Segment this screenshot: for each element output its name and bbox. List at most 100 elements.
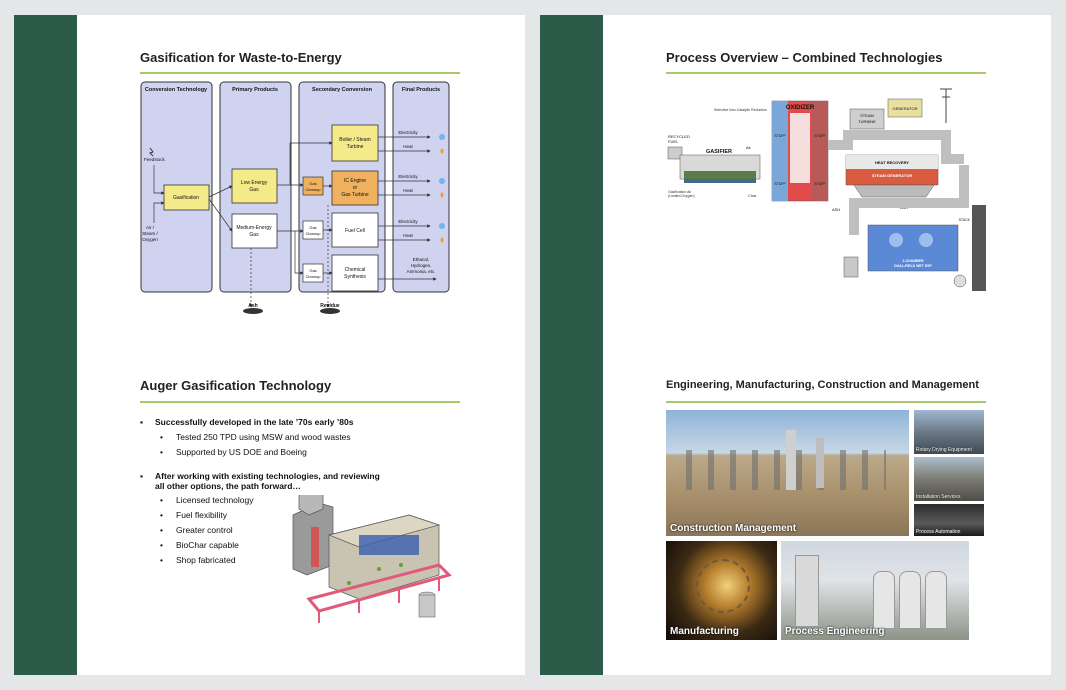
svg-text:FUEL: FUEL	[668, 139, 679, 144]
photo-label: Manufacturing	[670, 626, 739, 637]
column-header: Final Products	[402, 87, 440, 93]
svg-text:Heat: Heat	[403, 188, 413, 193]
svg-text:Chemical: Chemical	[345, 267, 366, 273]
svg-text:Gas: Gas	[309, 225, 316, 230]
svg-text:(Limited Oxygen): (Limited Oxygen)	[668, 194, 695, 198]
sub-bullet: Licensed technology	[176, 495, 254, 505]
svg-text:OXIDIZER: OXIDIZER	[786, 105, 815, 111]
svg-text:GENERATOR: GENERATOR	[893, 106, 918, 111]
svg-text:Electricity: Electricity	[398, 130, 418, 135]
svg-text:Boiler / Steam: Boiler / Steam	[339, 137, 370, 143]
svg-text:STUFF: STUFF	[774, 134, 785, 138]
process-title: Process Overview – Combined Technologies	[666, 50, 943, 65]
svg-text:HEAT RECOVERY: HEAT RECOVERY	[875, 160, 909, 165]
column-header: Conversion Technology	[145, 87, 208, 93]
svg-text:Ammonia, etc.: Ammonia, etc.	[407, 269, 436, 274]
svg-text:Gas: Gas	[309, 181, 316, 186]
sub-bullet: BioChar capable	[176, 540, 239, 550]
installation-services-photo: Installation Services	[914, 457, 984, 501]
bulb-icon	[439, 223, 445, 229]
auger-gasifier-illustration	[292, 495, 452, 623]
input-label: Oxygen	[142, 237, 158, 242]
page-side-band	[540, 15, 603, 675]
svg-text:Medium-Energy: Medium-Energy	[236, 225, 272, 231]
title-rule	[666, 72, 986, 74]
bullet-text: After working with existing technologies…	[155, 471, 380, 481]
process-automation-photo: Process Automation	[914, 504, 984, 536]
gasification-box: Gasification	[173, 195, 199, 201]
column-header: Primary Products	[232, 87, 278, 93]
svg-text:IC Engine: IC Engine	[344, 178, 366, 184]
sub-bullet: Fuel flexibility	[176, 510, 228, 520]
flame-icon	[440, 148, 444, 154]
photo-label: Installation Services	[916, 494, 961, 500]
residue-label: Residue	[320, 303, 340, 309]
gasification-title: Gasification for Waste-to-Energy	[140, 50, 342, 65]
svg-text:Selective Non-Catalytic Reduct: Selective Non-Catalytic Reduction	[714, 108, 767, 112]
title-rule	[140, 401, 460, 403]
flame-icon	[440, 237, 444, 243]
svg-text:STEAM: STEAM	[860, 113, 874, 118]
bullet-text: Successfully developed in the late ’70s …	[155, 417, 354, 427]
document-page-2: Process Overview – Combined Technologies…	[540, 15, 1051, 675]
svg-text:Gasification Air: Gasification Air	[668, 190, 692, 194]
column-header: Secondary Conversion	[312, 87, 373, 93]
gasification-flow-diagram: Conversion Technology Primary Products S…	[140, 81, 450, 314]
photo-label: Rotary Drying Equipment	[916, 447, 972, 453]
photo-label: Process Engineering	[785, 626, 885, 637]
svg-text:or: or	[353, 185, 358, 191]
title-rule	[666, 401, 986, 403]
bullet-text: all other options, the path forward…	[155, 481, 301, 491]
svg-text:DUAL-FIELD WET ESP: DUAL-FIELD WET ESP	[894, 264, 932, 268]
svg-text:Char: Char	[748, 193, 757, 198]
svg-text:Hydrogen,: Hydrogen,	[411, 263, 432, 268]
title-rule	[140, 72, 460, 74]
svg-text:TURBINE: TURBINE	[858, 119, 876, 124]
svg-text:Fuel Cell: Fuel Cell	[345, 228, 365, 234]
svg-text:Cleanup: Cleanup	[306, 231, 322, 236]
sub-bullet: Tested 250 TPD using MSW and wood wastes	[176, 432, 351, 442]
svg-text:ASH: ASH	[832, 207, 840, 212]
svg-text:Heat: Heat	[403, 233, 413, 238]
photo-label: Process Automation	[916, 529, 961, 535]
svg-text:STEAM GENERATOR: STEAM GENERATOR	[872, 173, 912, 178]
construction-management-photo: Construction Management	[666, 410, 909, 536]
process-overview-diagram: Selective Non-Catalytic Reduction RECYCL…	[667, 88, 986, 291]
auger-title: Auger Gasification Technology	[140, 378, 332, 393]
sub-bullet: Greater control	[176, 525, 233, 535]
engineering-title: Engineering, Manufacturing, Construction…	[666, 379, 979, 391]
input-label: Air /	[146, 225, 155, 230]
rotary-drying-photo: Rotary Drying Equipment	[914, 410, 984, 454]
svg-text:STUFF: STUFF	[774, 182, 785, 186]
bullet-square: ▪	[140, 417, 144, 427]
svg-text:Cleanup: Cleanup	[306, 274, 322, 279]
sub-bullet: Shop fabricated	[176, 555, 236, 565]
svg-text:Electricity: Electricity	[398, 219, 418, 224]
svg-text:Synthesis: Synthesis	[344, 274, 366, 280]
sub-bullet: Supported by US DOE and Boeing	[176, 447, 307, 457]
svg-text:STACK: STACK	[959, 218, 971, 222]
svg-text:2-CHAMBER: 2-CHAMBER	[903, 259, 924, 263]
svg-text:Ethanol,: Ethanol,	[413, 257, 430, 262]
manufacturing-photo: Manufacturing	[666, 541, 777, 640]
input-label: Steam /	[142, 231, 158, 236]
bulb-icon	[439, 134, 445, 140]
svg-text:STUFF: STUFF	[814, 134, 825, 138]
document-page-1: Gasification for Waste-to-Energy Convers…	[14, 15, 525, 675]
bullet-square: ▪	[140, 471, 144, 481]
svg-text:STUFF: STUFF	[814, 182, 825, 186]
process-engineering-photo: Process Engineering	[781, 541, 969, 640]
svg-text:Gas: Gas	[309, 268, 316, 273]
svg-text:Air: Air	[746, 145, 752, 150]
flame-icon	[440, 192, 444, 198]
svg-text:Low Energy: Low Energy	[241, 180, 268, 186]
svg-text:Electricity: Electricity	[398, 174, 418, 179]
bulb-icon	[439, 178, 445, 184]
svg-text:Gas Turbine: Gas Turbine	[341, 192, 368, 198]
feedstock-label: Feedstock	[144, 157, 166, 162]
svg-text:RECYCLED: RECYCLED	[668, 134, 690, 139]
ash-label: Ash	[248, 303, 257, 309]
page-side-band	[14, 15, 77, 675]
photo-label: Construction Management	[670, 523, 797, 534]
svg-text:Gas: Gas	[249, 187, 259, 193]
